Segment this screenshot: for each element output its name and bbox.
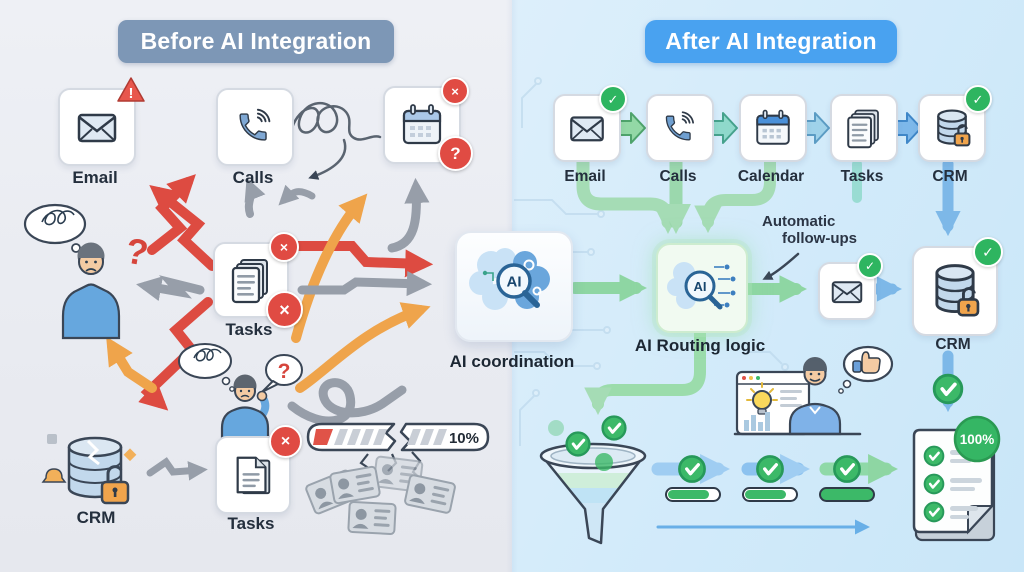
calendar-icon [756,109,790,145]
check-badge: ✓ [964,85,992,113]
after-calendar-label: Calendar [737,168,805,185]
check-badge: ✓ [599,85,627,113]
question-badge: ? [438,136,473,171]
ai-routing-box: AI [656,243,748,333]
ai-coordination-box: AI [455,231,573,342]
svg-text:!: ! [129,85,134,102]
before-calendar-box: × ? [383,77,473,171]
followup-email-box: ✓ [818,253,883,320]
ai-brain-icon: AI [469,248,550,310]
before-tasks-label: Tasks [225,320,273,339]
tasks-stack-icon [231,259,268,304]
check-badge: ✓ [973,237,1003,267]
calendar-icon [402,104,442,145]
ai-coordination-label: AI coordination [449,352,575,371]
warning-triangle-icon: ! [117,77,145,102]
after-title: After AI Integration [665,28,877,54]
ai-text: AI [694,279,707,294]
before-tasks2-box: × [215,425,302,514]
error-badge: × [269,232,299,262]
after-crm-box: ✓ [918,85,992,162]
after-email-box: ✓ [553,85,627,162]
database-icon [935,264,980,317]
email-icon [570,116,604,142]
after-crm-label: CRM [932,168,968,185]
check-badge: ✓ [857,253,883,279]
before-title: Before AI Integration [140,28,372,54]
phone-icon [665,111,694,141]
after-calls-box [646,94,714,162]
after-crm2-label: CRM [935,336,971,353]
warning-badge: ! [115,75,147,105]
after-crm2-box: ✓ [912,237,1003,336]
after-tasks-label: Tasks [840,168,884,185]
automatic-followups-annotation: Automatic follow-ups [762,213,857,248]
tasks-stack-icon [847,109,879,149]
database-icon [937,109,971,147]
ai-text: AI [507,274,522,291]
before-calls-label: Calls [232,168,274,187]
phone-icon [239,108,271,141]
after-tasks-box [830,94,898,162]
error-badge: × [441,77,469,105]
before-crm-label: CRM [76,508,116,527]
before-email-box: ! [58,77,145,166]
before-calls-box [216,88,294,166]
ai-routing-icon: AI [667,262,736,310]
before-email-label: Email [72,168,118,187]
email-icon [77,113,117,143]
after-title-banner: After AI Integration [645,20,897,63]
after-calendar-box [739,94,807,162]
after-email-label: Email [564,168,606,185]
ai-routing-label: AI Routing logic [634,336,766,355]
error-badge: × [269,425,302,458]
document-icon [236,456,271,495]
email-icon [831,281,863,304]
before-tasks2-label: Tasks [227,514,275,533]
before-tasks-box: × × [213,232,303,328]
before-title-banner: Before AI Integration [118,20,394,63]
after-calls-label: Calls [659,168,697,185]
